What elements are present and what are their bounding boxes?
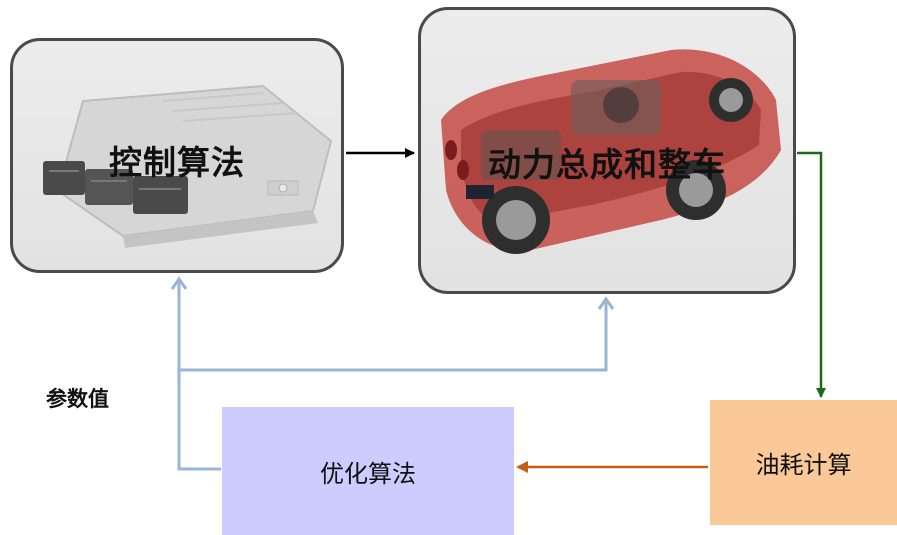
arrow-car-to-fuel — [797, 151, 826, 398]
optimization-algorithm-box: 优化算法 — [222, 407, 514, 535]
control-algorithm-box: 控制算法 — [10, 38, 344, 273]
powertrain-vehicle-box: 动力总成和整车 — [418, 7, 796, 294]
ecu-unit-image — [43, 84, 333, 248]
arrow-head-to-car — [597, 296, 615, 310]
arrow-head-to-control — [170, 276, 188, 290]
optimization-algorithm-label: 优化算法 — [320, 459, 416, 488]
powertrain-vehicle-label: 动力总成和整车 — [488, 145, 726, 184]
control-algorithm-label: 控制算法 — [109, 143, 245, 182]
arrow-optimize-to-control — [177, 280, 221, 471]
arrow-feedback-to-car — [179, 300, 608, 372]
fuel-consumption-label: 油耗计算 — [755, 451, 852, 479]
cutaway-car-image — [441, 49, 781, 254]
fuel-consumption-box: 油耗计算 — [710, 400, 897, 525]
parameter-value-label: 参数值 — [46, 387, 109, 411]
